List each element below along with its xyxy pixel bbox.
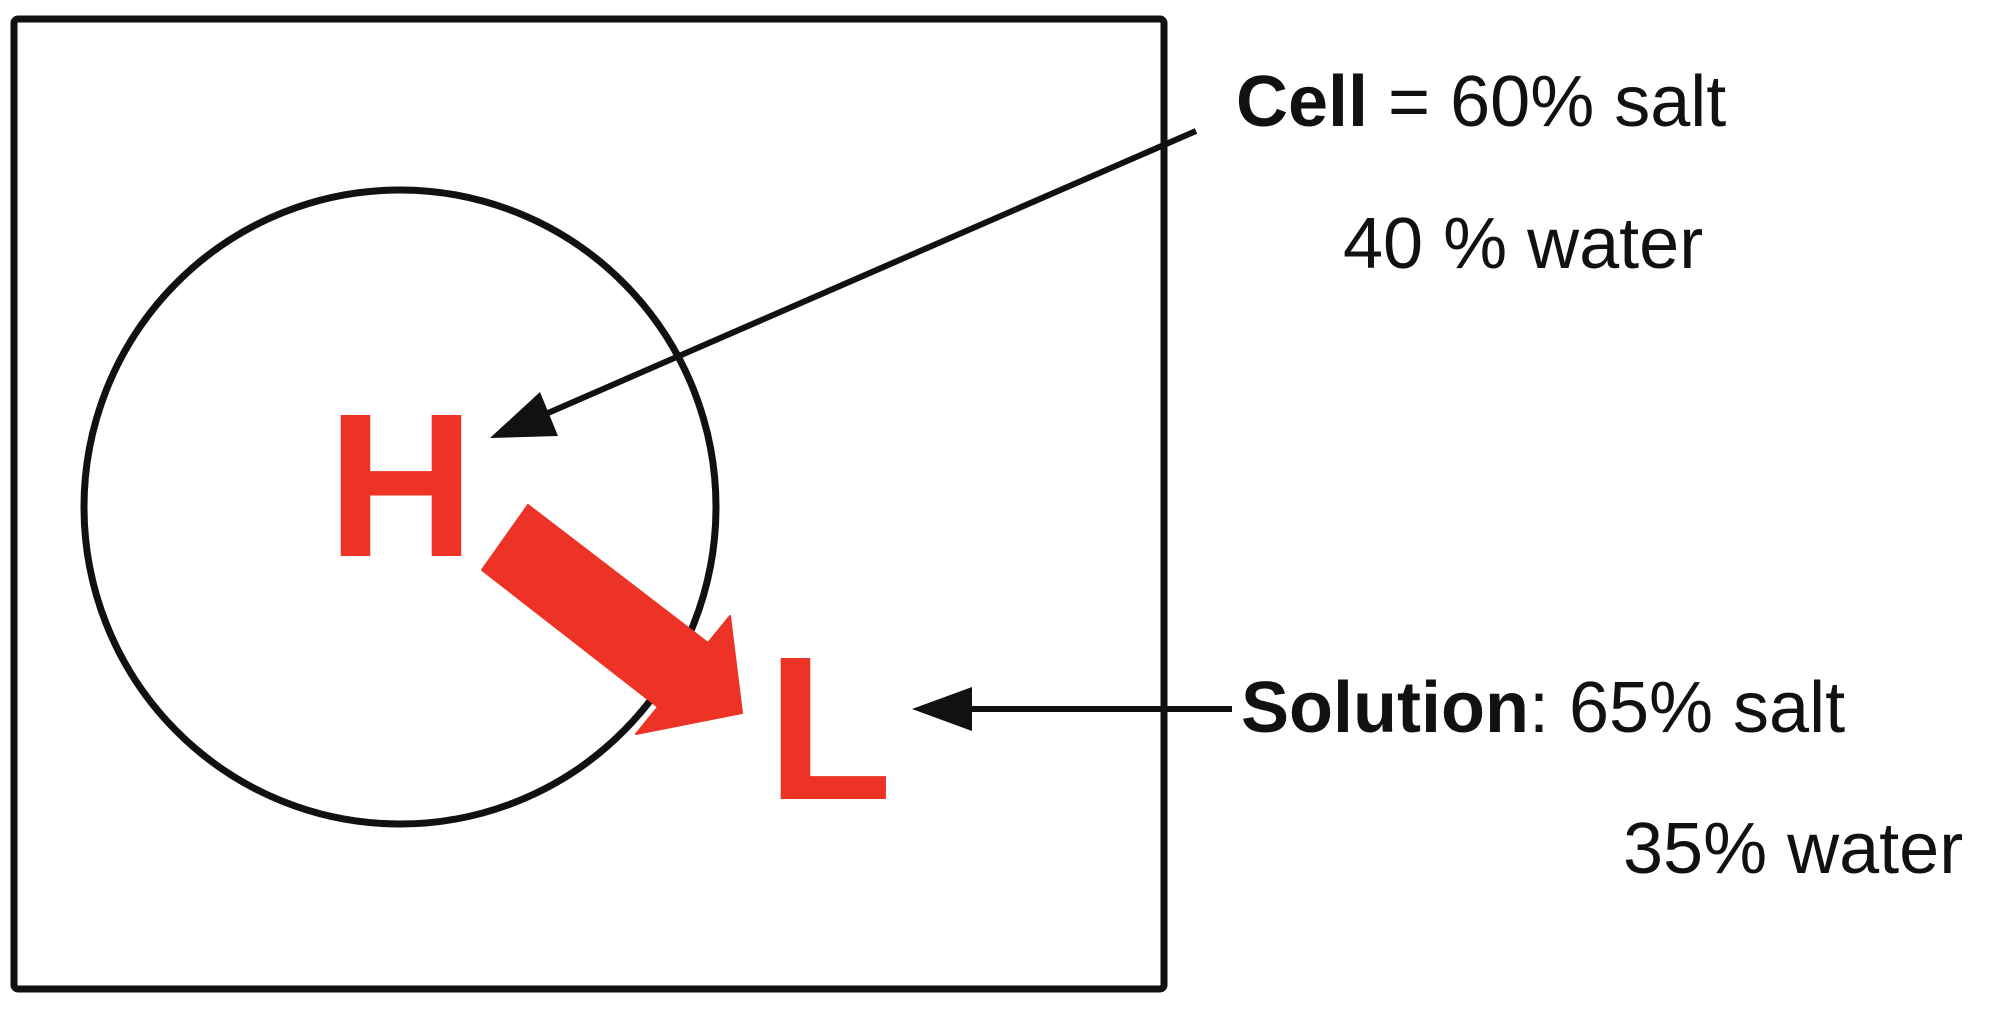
solution-salt-label: Solution: 65% salt <box>1241 672 1845 744</box>
solution-salt-text: : 65% salt <box>1528 668 1846 748</box>
high-concentration-label: H <box>327 371 476 600</box>
cell-water-label: 40 % water <box>1343 204 1704 284</box>
solution-container-box <box>10 15 1168 993</box>
cell-name: Cell <box>1236 62 1369 142</box>
solution-pointer-arrowhead <box>912 687 972 731</box>
low-concentration-label: L <box>767 614 893 843</box>
solution-name: Solution <box>1241 668 1529 748</box>
cell-pointer-arrowhead <box>490 392 558 438</box>
cell-salt-text: = 60% salt <box>1368 62 1727 142</box>
cell-circle <box>80 186 720 828</box>
cell-pointer-line <box>546 128 1198 416</box>
water-flow-arrow <box>481 504 743 735</box>
cell-salt-label: Cell = 60% salt <box>1236 66 1726 138</box>
solution-water-label: 35% water <box>1623 809 1964 889</box>
